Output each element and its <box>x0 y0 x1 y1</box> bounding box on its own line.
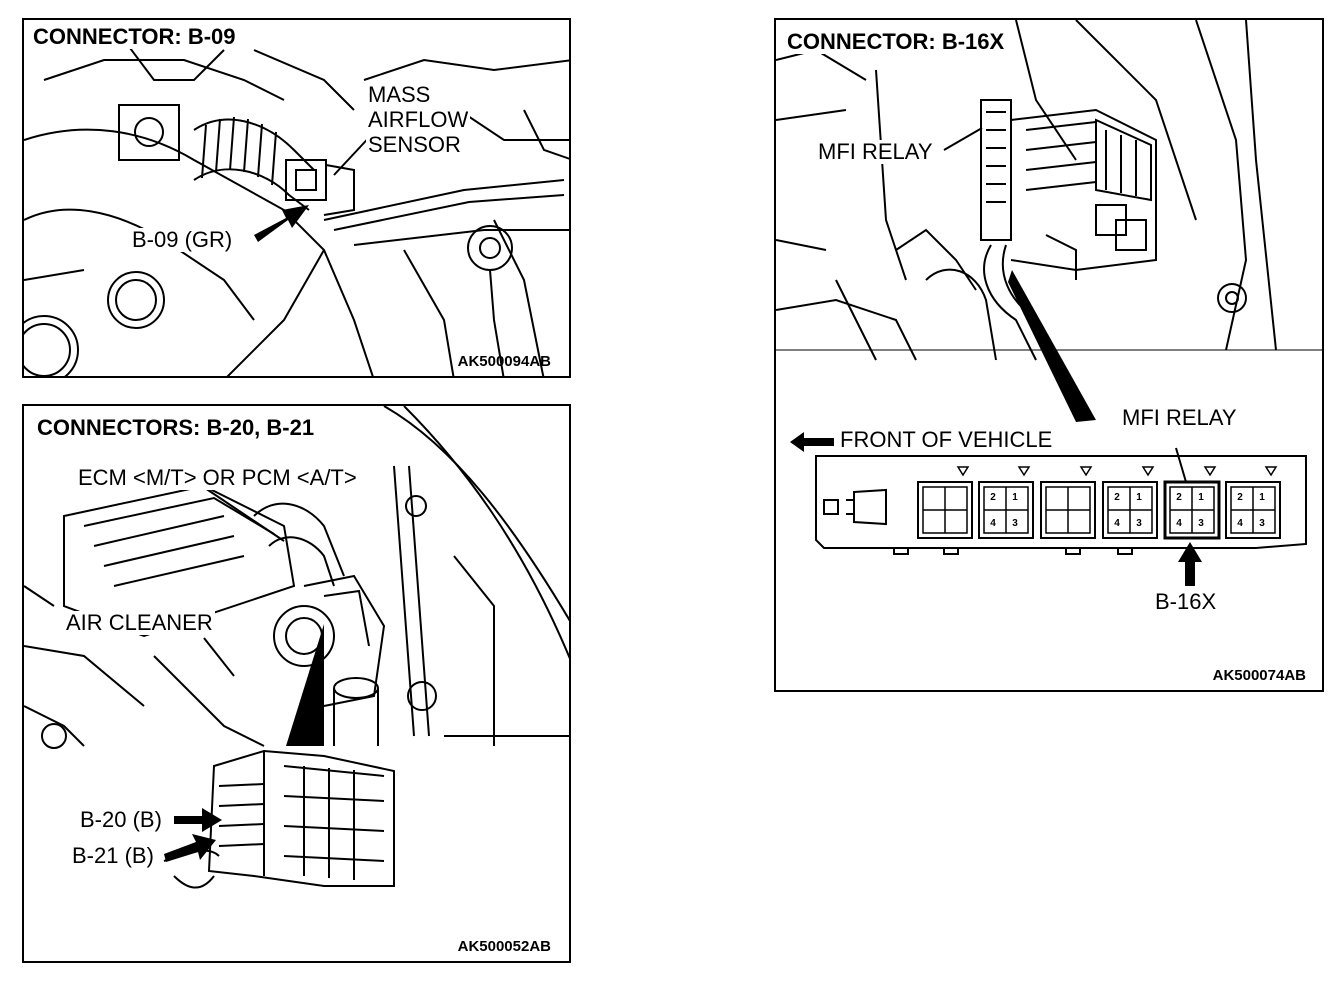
pin-number-2: 2 <box>1114 492 1120 503</box>
pin-number-1: 1 <box>1259 492 1265 503</box>
connector-b16x-label: B-16X <box>1153 589 1219 614</box>
figure-code-b09: AK500094AB <box>457 353 551 370</box>
relay-orientation-mark-6 <box>1264 466 1278 477</box>
air-cleaner-label: AIR CLEANER <box>64 610 215 635</box>
relay-socket-divider-2 <box>984 487 1028 533</box>
relay-sockets <box>917 466 1281 540</box>
connector-b20-label: B-20 (B) <box>80 807 162 832</box>
relay-socket-4 <box>1102 481 1158 539</box>
pin-number-4: 4 <box>1176 518 1182 529</box>
relay-box-drawing-b16x <box>776 20 1322 586</box>
mass-airflow-sensor-label: MASS AIRFLOW SENSOR <box>366 82 471 157</box>
panel-title-b20-b21: CONNECTORS: B-20, B-21 <box>34 416 318 440</box>
pin-number-1: 1 <box>1012 492 1018 503</box>
pin-number-4: 4 <box>1114 518 1120 529</box>
pin-number-3: 3 <box>1012 518 1018 529</box>
relay-socket-divider-4 <box>1108 487 1152 533</box>
relay-orientation-mark-4 <box>1141 466 1155 477</box>
relay-socket-2 <box>978 481 1034 539</box>
panel-title-b16x: CONNECTOR: B-16X <box>784 30 1008 54</box>
pin-number-2: 2 <box>990 492 996 503</box>
relay-socket-divider-3 <box>1046 487 1090 533</box>
pin-number-1: 1 <box>1136 492 1142 503</box>
mfi-relay-label-diagram: MFI RELAY <box>1120 405 1239 430</box>
relay-socket-6 <box>1225 481 1281 539</box>
connector-b21-label: B-21 (B) <box>72 843 154 868</box>
front-of-vehicle-label: FRONT OF VEHICLE <box>838 427 1055 452</box>
relay-socket-3 <box>1040 481 1096 539</box>
connector-b09-label: B-09 (GR) <box>130 227 235 252</box>
pin-number-4: 4 <box>1237 518 1243 529</box>
relay-socket-divider-1 <box>923 487 967 533</box>
pin-number-2: 2 <box>1176 492 1182 503</box>
ecm-pcm-label: ECM <M/T> OR PCM <A/T> <box>76 465 359 490</box>
relay-orientation-mark-2 <box>1017 466 1031 477</box>
relay-socket-divider-5 <box>1170 487 1214 533</box>
pin-number-3: 3 <box>1198 518 1204 529</box>
engine-bay-drawing-b20-b21 <box>24 406 569 889</box>
relay-orientation-mark-5 <box>1203 466 1217 477</box>
pin-number-1: 1 <box>1198 492 1204 503</box>
relay-orientation-mark-3 <box>1079 466 1093 477</box>
panel-connector-b09: CONNECTOR: B-09 MASS AIRFLOW SENSOR B-09… <box>22 18 571 378</box>
relay-socket-1 <box>917 481 973 539</box>
pin-number-3: 3 <box>1259 518 1265 529</box>
panel-connectors-b20-b21: CONNECTORS: B-20, B-21 ECM <M/T> OR PCM … <box>22 404 571 963</box>
mfi-relay-label-top: MFI RELAY <box>816 139 935 164</box>
pin-number-4: 4 <box>990 518 996 529</box>
figure-code-b16x: AK500074AB <box>1212 667 1306 684</box>
engine-bay-drawing-b09 <box>24 39 569 376</box>
pin-number-3: 3 <box>1136 518 1142 529</box>
figure-code-b20-b21: AK500052AB <box>457 938 551 955</box>
relay-orientation-mark-1 <box>956 466 970 477</box>
panel-title-b09: CONNECTOR: B-09 <box>30 25 239 49</box>
relay-socket-5 <box>1163 480 1221 540</box>
relay-socket-divider-6 <box>1231 487 1275 533</box>
pin-number-2: 2 <box>1237 492 1243 503</box>
panel-connector-b16x: CONNECTOR: B-16X MFI RELAY MFI RELAY FRO… <box>774 18 1324 692</box>
